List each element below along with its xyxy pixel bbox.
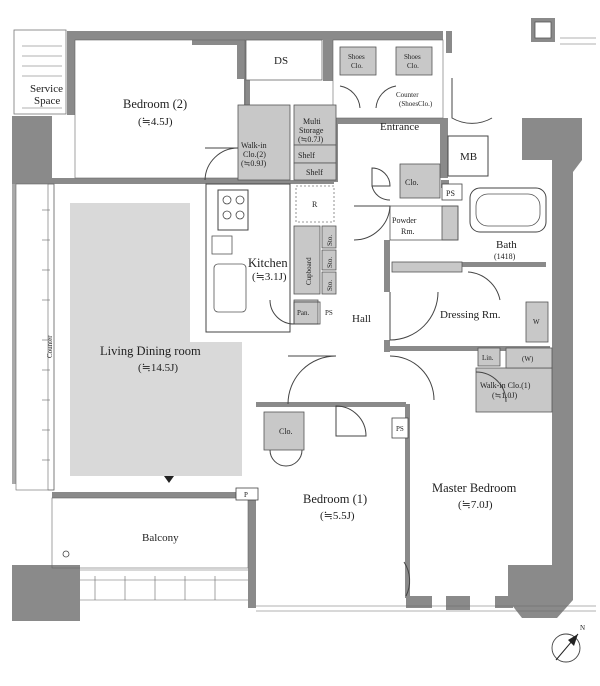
master-size: (≒7.0J) <box>458 499 493 511</box>
living-size: (≒14.5J) <box>138 362 178 374</box>
sto2-label: Sto. <box>326 257 334 268</box>
bedroom1-size: (≒5.5J) <box>320 510 355 522</box>
shoes-clo2-label2: Clo. <box>407 62 419 70</box>
shelf1-label: Shelf <box>298 151 315 160</box>
bath-size: (1418) <box>494 252 516 261</box>
walkin-clo2-label2: Clo.(2) <box>243 150 266 159</box>
compass-icon: N <box>551 624 585 663</box>
bath-label: Bath <box>496 239 517 251</box>
hall-label: Hall <box>352 313 371 325</box>
walkin-clo2-label: Walk-in <box>241 141 267 150</box>
kitchen-size: (≒3.1J) <box>252 271 287 283</box>
w-washer-label: W <box>533 318 540 326</box>
bedroom2-label: Bedroom (2) <box>123 97 187 111</box>
walkin-clo1-label: Walk-in Clo.(1) <box>480 381 531 390</box>
walkin-clo2-size: (≒0.9J) <box>241 159 266 168</box>
powder-rm-label2: Rm. <box>401 227 415 236</box>
kitchen-label: Kitchen <box>248 256 288 270</box>
ps1-label: PS <box>446 189 455 198</box>
bedroom2-size: (≒4.5J) <box>138 116 173 128</box>
sto3-label: Sto. <box>326 280 334 291</box>
counter-shoes-label: Counter <box>396 91 419 99</box>
living-floor-highlight <box>70 203 242 476</box>
living-label: Living Dining room <box>100 344 201 358</box>
shoes-clo2-label: Shoes <box>404 53 421 61</box>
service-space-label: Service <box>30 83 63 95</box>
dressing-rm-label: Dressing Rm. <box>440 309 501 321</box>
p-label: P <box>244 491 248 499</box>
powder-rm-label: Powder <box>392 216 417 225</box>
shoes-clo1-label: Shoes <box>348 53 365 61</box>
room-labels: Service Space Bedroom (2) (≒4.5J) DS Sho… <box>30 53 540 544</box>
mb-label: MB <box>460 151 477 163</box>
walkin-clo1-size: (≒1.0J) <box>492 391 517 400</box>
cupboard-label: Cupboard <box>305 257 313 285</box>
counter-side-label: Counter <box>46 335 54 358</box>
clo-bed1-label: Clo. <box>279 427 293 436</box>
counter-shoes-label2: (ShoesClo.) <box>399 100 433 108</box>
r-label: R <box>312 200 318 209</box>
sto1-label: Sto. <box>326 235 334 246</box>
balcony-label: Balcony <box>142 532 179 544</box>
bedroom1-label: Bedroom (1) <box>303 492 367 506</box>
entrance-label: Entrance <box>380 121 419 133</box>
w-small-label: (W) <box>522 355 534 363</box>
stove-burners-icon <box>222 195 245 220</box>
service-space-label2: Space <box>34 95 60 107</box>
pan-label: Pan. <box>297 309 310 317</box>
master-label: Master Bedroom <box>432 481 517 495</box>
multi-storage-size: (≒0.7J) <box>298 135 323 144</box>
compass-label: N <box>580 624 585 632</box>
clo-hall-label: Clo. <box>405 178 419 187</box>
multi-storage-label: Multi <box>303 117 322 126</box>
ps3-label: PS <box>396 425 404 433</box>
ds-label: DS <box>274 55 288 67</box>
lin-label: Lin. <box>482 354 494 362</box>
ps2-label: PS <box>325 309 333 317</box>
door-swings <box>204 78 507 597</box>
balcony-drain-icon <box>62 550 70 558</box>
fixtures <box>205 39 553 501</box>
multi-storage-label2: Storage <box>299 126 324 135</box>
shelf2-label: Shelf <box>306 168 323 177</box>
marker-triangle-icon <box>164 476 174 483</box>
shoes-clo1-label2: Clo. <box>351 62 363 70</box>
